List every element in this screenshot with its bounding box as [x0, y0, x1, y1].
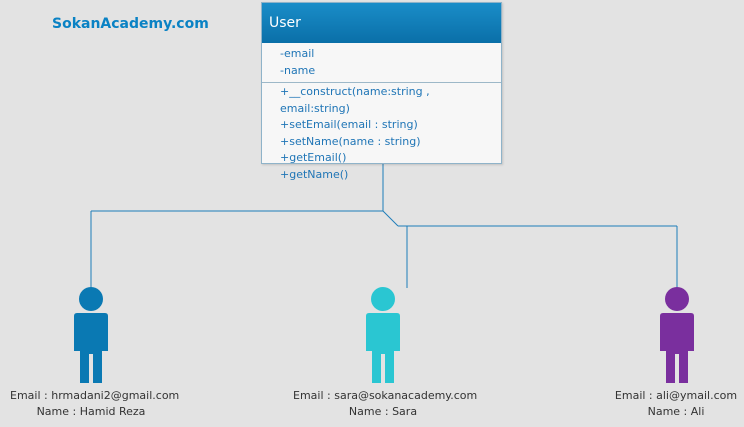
attribute-name: -name: [280, 63, 316, 77]
method-set-name: +setName(name : string): [280, 134, 421, 148]
method-get-name: +getName(): [280, 167, 349, 181]
branch-right-diag: [382, 210, 399, 227]
method-get-email: +getEmail(): [280, 151, 347, 164]
instance-email: Email : sara@sokanacademy.com: [293, 389, 478, 402]
person-icon: [366, 287, 400, 383]
person-icon: [660, 287, 694, 383]
instance-name: Name : Ali: [647, 405, 705, 418]
attributes-section: -email -name: [262, 43, 501, 83]
instance-label-sara: Email : sara@sokanacademy.com Name : Sar…: [293, 388, 478, 420]
instance-email: Email : ali@ymail.com: [614, 389, 738, 402]
user-class-box: User -email -name +__construct(name:stri…: [261, 2, 502, 181]
instance-name: Name : Sara: [348, 405, 418, 418]
site-brand: SokanAcademy.com: [52, 16, 209, 32]
methods-section: +__construct(name:string , email:string)…: [262, 83, 501, 183]
method-construct: +__construct(name:string , email:string): [280, 85, 430, 115]
instance-name: Name : Hamid Reza: [36, 405, 146, 418]
instance-email: Email : hrmadani2@gmail.com: [10, 389, 180, 402]
class-name: User: [262, 3, 501, 43]
instance-label-ali: Email : ali@ymail.com Name : Ali: [612, 388, 740, 420]
method-set-email: +setEmail(email : string): [280, 118, 418, 131]
instance-label-hamid: Email : hrmadani2@gmail.com Name : Hamid…: [10, 388, 180, 420]
attribute-email: -email: [280, 47, 315, 60]
person-icon: [74, 287, 108, 383]
